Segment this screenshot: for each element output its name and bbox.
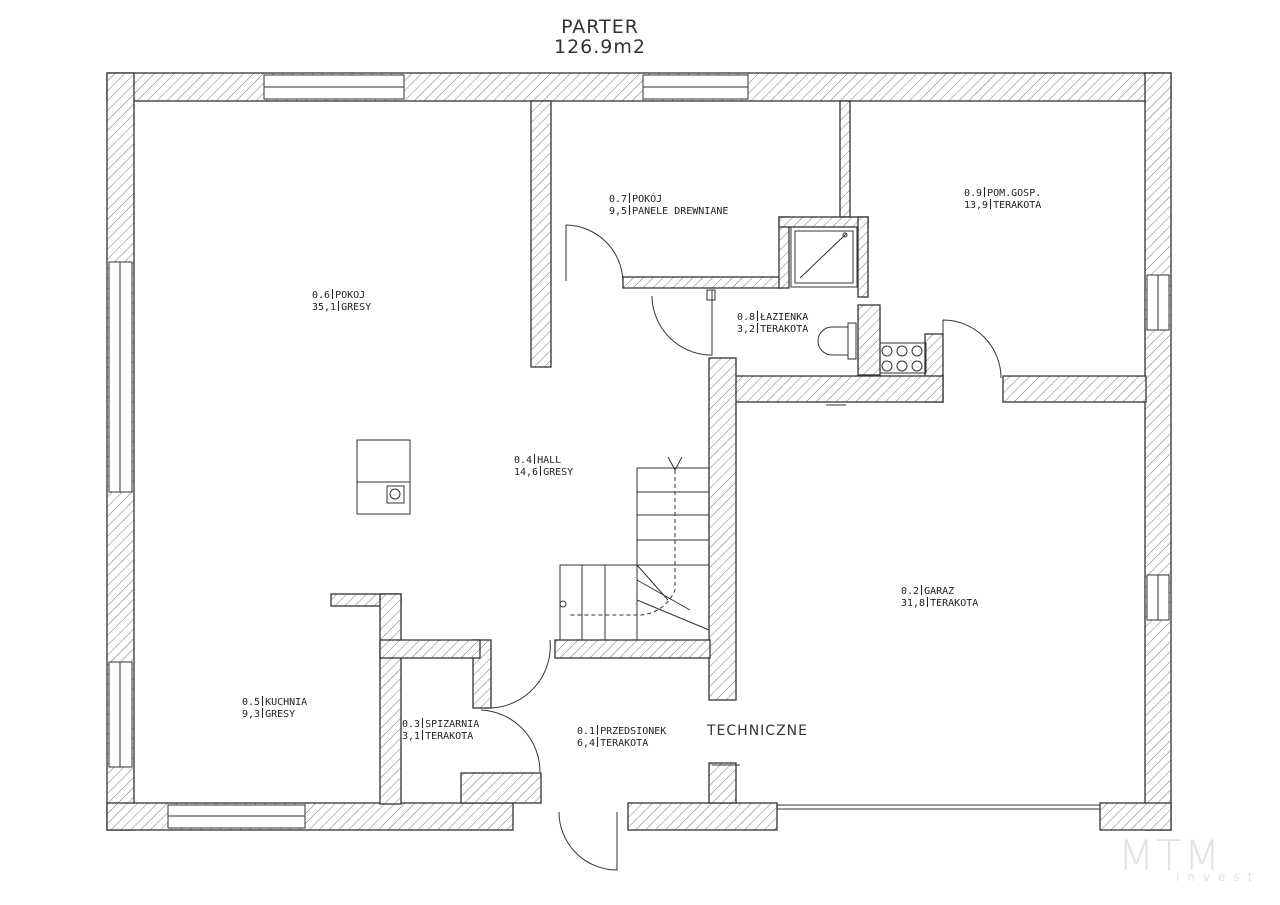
- room-id: 0.2: [901, 586, 920, 597]
- plan-title: PARTER 126.9m2: [0, 16, 1200, 58]
- room-label-kuchnia: 0.5 KUCHNIA 9,3 GRESY: [242, 696, 307, 720]
- wall-pokoj7-right: [839, 100, 851, 218]
- outer-wall-right: [1144, 72, 1172, 831]
- room-name: PRZEDSIONEK: [600, 726, 667, 737]
- toilet: [817, 326, 849, 356]
- stove: [879, 342, 927, 374]
- mtm-invest-logo: MTM invest: [1118, 831, 1261, 885]
- outer-wall-bottom-mid: [627, 802, 778, 831]
- room-name: ŁAZIENKA: [760, 312, 809, 323]
- windows: [108, 74, 1170, 829]
- room-area: 3,1: [402, 731, 421, 742]
- room-finish: TERAKOTA: [425, 731, 474, 742]
- room-finish: GRESY: [265, 709, 296, 720]
- wall-garage-left: [708, 357, 737, 701]
- room-id: 0.7: [609, 194, 628, 205]
- room-label-garaz: 0.2 GARAZ 31,8 TERAKOTA: [901, 585, 978, 609]
- wall-shower-top: [778, 216, 869, 228]
- room-finish: TERAKOTA: [993, 200, 1042, 211]
- room-finish: TERAKOTA: [600, 738, 649, 749]
- plan-title-line1: PARTER: [561, 16, 639, 38]
- room-label-pokoj-07: 0.7 POKÓJ 9,5 PANELE DREWNIANE: [609, 193, 728, 217]
- room-name: POM.GOSP.: [987, 188, 1042, 199]
- room-label-lazienka: 0.8 ŁAZIENKA 3,2 TERAKOTA: [737, 311, 808, 335]
- room-label-spizarnia: 0.3 SPIZARNIA 3,1 TERAKOTA: [402, 718, 479, 742]
- wall-pokoj7-bottom: [622, 276, 782, 289]
- room-id: 0.5: [242, 697, 261, 708]
- fireplace: [356, 439, 411, 515]
- room-name: POKÓJ: [632, 194, 663, 205]
- wall-gosp-bottom-r: [1002, 375, 1147, 403]
- wall-spiz-bottom: [460, 772, 542, 804]
- plan-title-line2: 126.9m2: [554, 36, 646, 58]
- room-finish: GRESY: [543, 467, 574, 478]
- room-name: HALL: [537, 455, 562, 466]
- room-id: 0.4: [514, 455, 533, 466]
- room-area: 3,2: [737, 324, 756, 335]
- room-label-hall: 0.4 HALL 14,6 GRESY: [514, 454, 573, 478]
- logo-invest: invest: [1176, 870, 1261, 884]
- room-area: 14,6: [514, 467, 539, 478]
- room-name: KUCHNIA: [265, 697, 308, 708]
- doors: [480, 224, 1002, 871]
- room-id: 0.3: [402, 719, 421, 730]
- room-label-przedsionek: 0.1 PRZEDSIONEK 6,4 TERAKOTA: [577, 725, 666, 749]
- room-label-pokoj-06: 0.6 POKOJ 35,1 GRESY: [312, 289, 371, 313]
- room-id: 0.8: [737, 312, 756, 323]
- room-area: 35,1: [312, 302, 337, 313]
- room-finish: PANELE DREWNIANE: [632, 206, 729, 217]
- room-area: 9,3: [242, 709, 261, 720]
- room-id: 0.6: [312, 290, 331, 301]
- shower-tray: [790, 226, 858, 288]
- room-area: 6,4: [577, 738, 596, 749]
- wall-bath-bottom: [725, 375, 944, 403]
- room-area: 9,5: [609, 206, 628, 217]
- wall-shower-right: [857, 216, 869, 298]
- logo-mtm: MTM: [1118, 831, 1223, 880]
- room-label-pom-gosp: 0.9 POM.GOSP. 13,9 TERAKOTA: [964, 187, 1041, 211]
- wall-garage-left-low: [708, 762, 737, 804]
- room-id: 0.9: [964, 188, 983, 199]
- wall-spiz-top: [379, 639, 481, 659]
- room-finish: TERAKOTA: [760, 324, 809, 335]
- stairs: [559, 456, 710, 641]
- room-area: 31,8: [901, 598, 926, 609]
- outer-wall-bottom-right: [1099, 802, 1172, 831]
- wall-stair-bottom: [554, 639, 711, 659]
- room-name: GARAZ: [924, 586, 955, 597]
- room-name: POKOJ: [335, 290, 366, 301]
- room-name: SPIZARNIA: [425, 719, 480, 730]
- room-finish: TERAKOTA: [930, 598, 979, 609]
- room-finish: GRESY: [341, 302, 372, 313]
- wall-bath-right: [857, 304, 881, 376]
- room-id: 0.1: [577, 726, 596, 737]
- wall-kitchen-vert: [379, 593, 402, 805]
- fixtures: [356, 226, 927, 515]
- room-area: 13,9: [964, 200, 989, 211]
- wall-hall-pokoj-vert: [530, 100, 552, 368]
- technical-label: TECHNICZNE: [707, 723, 808, 739]
